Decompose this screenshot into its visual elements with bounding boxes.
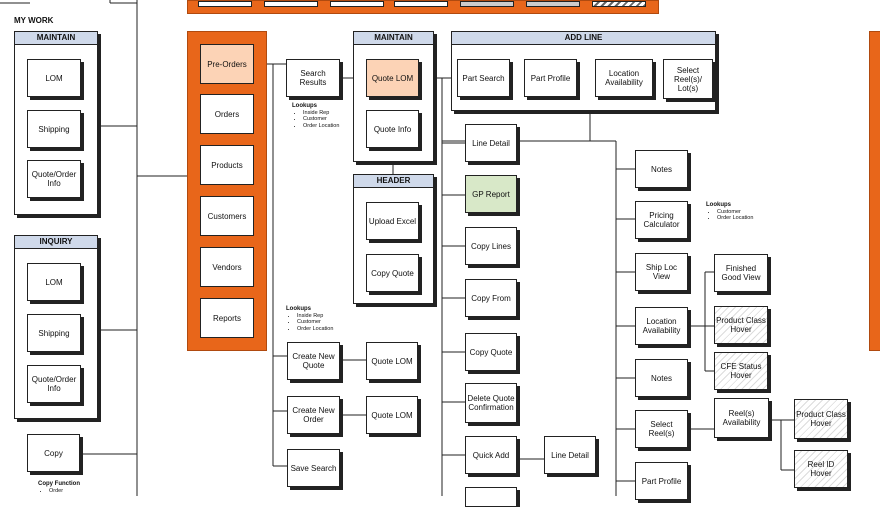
menu-customers[interactable]: Customers (200, 196, 254, 236)
top-strip-tab[interactable] (198, 1, 252, 7)
copy-function-title: Copy Function (38, 481, 80, 487)
quick-add-line-detail-node[interactable]: Line Detail (544, 436, 596, 474)
inquiry-header: INQUIRY (14, 235, 98, 249)
pricing-lookups-title: Lookups (706, 202, 731, 208)
part-profile-button[interactable]: Part Profile (524, 59, 577, 97)
maintain-header: MAINTAIN (353, 31, 434, 45)
lookup-item: Order Location (303, 123, 339, 130)
reel-id-hover-node[interactable]: Reel ID Hover (794, 450, 848, 488)
quote-lom-tab[interactable]: Quote LOM (366, 59, 419, 97)
finished-good-view-node[interactable]: Finished Good View (714, 254, 768, 292)
menu-vendors[interactable]: Vendors (200, 247, 254, 287)
create-lookups-title: Lookups (286, 306, 311, 312)
shipping-button[interactable]: Shipping (27, 110, 81, 148)
menu-pre-orders[interactable]: Pre-Orders (200, 44, 254, 84)
create-new-order-node[interactable]: Create New Order (287, 396, 340, 434)
menu-products[interactable]: Products (200, 145, 254, 185)
part-profile-node[interactable]: Part Profile (635, 462, 688, 500)
inquiry-lom-button[interactable]: LOM (27, 263, 81, 301)
lookup-item: Customer (717, 209, 753, 216)
copy-function-note: Copy Function Order (38, 481, 80, 494)
location-availability-node[interactable]: Location Availability (635, 307, 688, 345)
copy-button[interactable]: Copy (27, 434, 80, 472)
page-title: MY WORK (14, 16, 54, 25)
add-line-header: ADD LINE (451, 31, 716, 45)
delete-quote-confirmation-node[interactable]: Delete Quote Confirmation (465, 383, 517, 423)
notes-node[interactable]: Notes (635, 150, 688, 188)
inquiry-quote-order-info-button[interactable]: Quote/Order Info (27, 365, 81, 403)
copy-quote-node[interactable]: Copy Quote (465, 333, 517, 371)
top-strip-tab[interactable] (460, 1, 514, 7)
product-class-hover-node[interactable]: Product Class Hover (714, 306, 768, 344)
part-search-button[interactable]: Part Search (457, 59, 510, 97)
cfe-status-hover-node[interactable]: CFE Status Hover (714, 352, 768, 390)
ship-loc-view-node[interactable]: Ship Loc View (635, 253, 688, 291)
location-availability-button[interactable]: Location Availability (595, 59, 653, 97)
pricing-calculator-node[interactable]: Pricing Calculator (635, 201, 688, 239)
copy-quote-button[interactable]: Copy Quote (366, 254, 419, 292)
search-lookups: Lookups Inside Rep Customer Order Locati… (292, 103, 339, 129)
quote-order-info-button[interactable]: Quote/Order Info (27, 160, 81, 198)
copy-from-node[interactable]: Copy From (465, 279, 517, 317)
top-strip-tab[interactable] (330, 1, 384, 7)
lookup-item: Order Location (297, 326, 333, 333)
my-work-maintain-header: MAINTAIN (14, 31, 98, 45)
copy-lines-node[interactable]: Copy Lines (465, 227, 517, 265)
quote-lom-node[interactable]: Quote LOM (366, 342, 418, 380)
lookup-item: Order Location (717, 215, 753, 222)
lookup-item: Inside Rep (303, 110, 339, 117)
gp-report-node[interactable]: GP Report (465, 175, 517, 213)
lookup-item: Inside Rep (297, 313, 333, 320)
top-strip-tab[interactable] (264, 1, 318, 7)
main-menu (187, 31, 267, 351)
connector-lines (0, 0, 794, 496)
lookup-item: Customer (297, 319, 333, 326)
top-strip-tab[interactable] (394, 1, 448, 7)
menu-orders[interactable]: Orders (200, 94, 254, 134)
reels-availability-node[interactable]: Reel(s) Availability (714, 398, 769, 438)
copy-function-item: Order (49, 488, 80, 495)
right-panel-strip (869, 31, 880, 351)
top-nav-strip (187, 0, 659, 14)
inquiry-shipping-button[interactable]: Shipping (27, 314, 81, 352)
select-reels-lots-button[interactable]: Select Reel(s)/ Lot(s) (663, 59, 713, 99)
line-detail-node[interactable]: Line Detail (465, 124, 517, 162)
top-strip-tab[interactable] (592, 1, 646, 7)
quote-lom-node[interactable]: Quote LOM (366, 396, 418, 434)
search-lookups-title: Lookups (292, 103, 317, 109)
menu-reports[interactable]: Reports (200, 298, 254, 338)
quote-info-tab[interactable]: Quote Info (366, 110, 419, 148)
top-strip-tab[interactable] (526, 1, 580, 7)
search-results-node[interactable]: Search Results (286, 59, 340, 97)
save-search-node[interactable]: Save Search (287, 449, 340, 487)
product-class-hover-node[interactable]: Product Class Hover (794, 399, 848, 439)
quick-add-node[interactable]: Quick Add (465, 436, 517, 474)
create-new-quote-node[interactable]: Create New Quote (287, 342, 340, 380)
lookup-item: Customer (303, 116, 339, 123)
cropped-node[interactable] (465, 487, 517, 507)
upload-excel-button[interactable]: Upload Excel (366, 202, 419, 240)
create-lookups: Lookups Inside Rep Customer Order Locati… (286, 306, 333, 332)
notes-node[interactable]: Notes (635, 359, 688, 397)
pricing-lookups: Lookups Customer Order Location (706, 202, 753, 222)
header-panel-header: HEADER (353, 174, 434, 188)
select-reels-node[interactable]: Select Reel(s) (635, 410, 688, 448)
lom-button[interactable]: LOM (27, 59, 81, 97)
